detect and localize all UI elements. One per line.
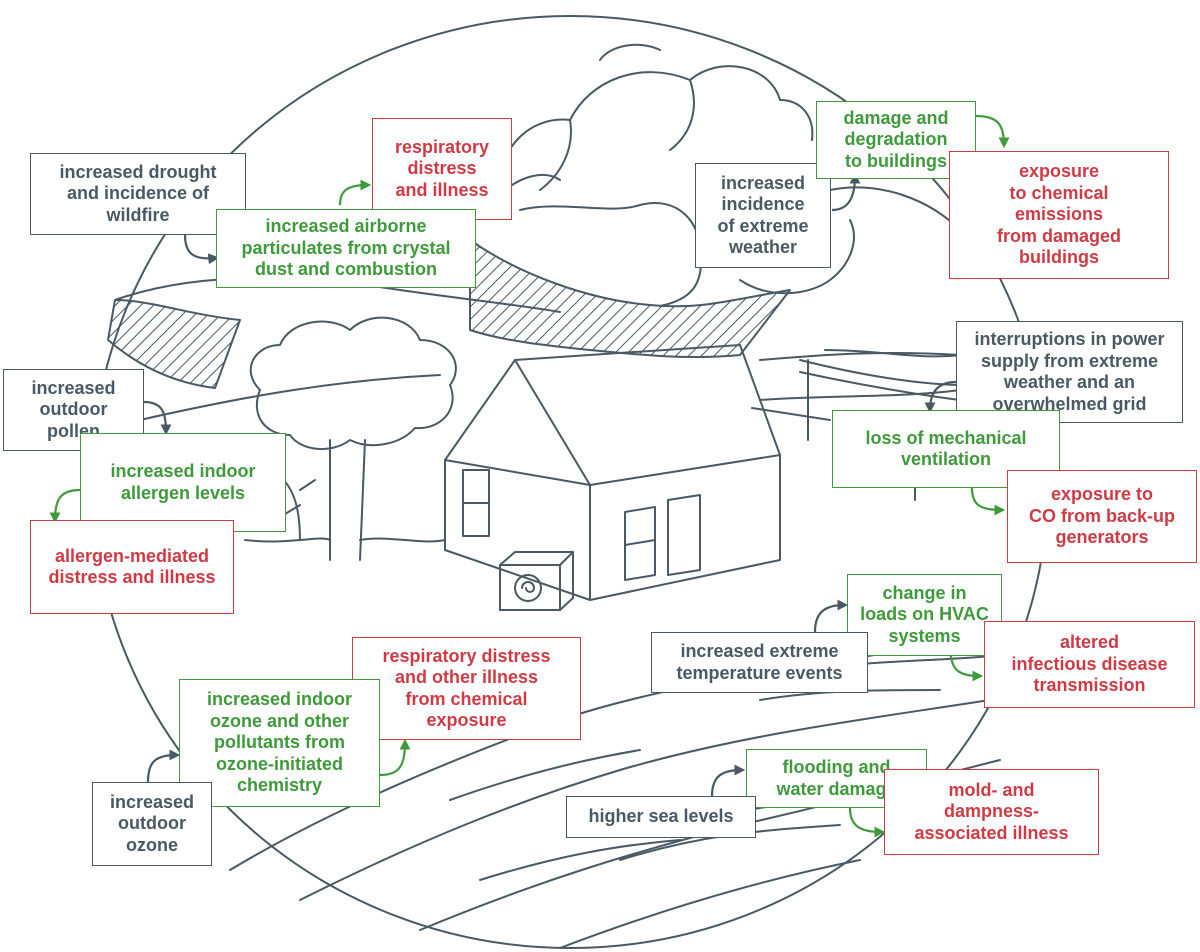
sea-levels-box: higher sea levels	[566, 796, 756, 838]
arrow-weather-to-damage	[831, 172, 861, 212]
outdoor-ozone-box: increased outdoor ozone	[92, 782, 212, 866]
power-lines	[799, 349, 966, 401]
indoor-ozone-box: increased indoor ozone and other polluta…	[179, 679, 380, 807]
arrow-ventilation-to-co	[970, 487, 1006, 516]
chemical-emissions-box: exposure to chemical emissions from dama…	[949, 151, 1169, 279]
arrow-damage-to-chemical	[975, 114, 1010, 149]
house	[444, 344, 781, 601]
airborne-particulates-box: increased airborne particulates from cry…	[216, 209, 476, 288]
arrow-flood-to-mold	[848, 807, 886, 838]
hatched-hill-center	[469, 239, 791, 359]
respiratory-distress-box: respiratory distress and illness	[372, 118, 512, 220]
arrow-drought-to-airborne	[183, 234, 220, 265]
arrow-temp-to-hvac	[813, 599, 849, 633]
ac-unit	[499, 564, 561, 611]
tree-left	[249, 316, 457, 451]
chemical-exposure-illness-box: respiratory distress and other illness f…	[352, 637, 581, 740]
hvac-loads-box: change in loads on HVAC systems	[847, 574, 1002, 656]
arrow-power-to-ventilation	[924, 380, 957, 414]
indoor-allergen-box: increased indoor allergen levels	[80, 433, 286, 532]
hatched-hill-left	[107, 299, 241, 389]
extreme-weather-box: increased incidence of extreme weather	[695, 163, 831, 268]
drought-wildfire-box: increased drought and incidence of wildf…	[30, 153, 246, 235]
infectious-disease-box: altered infectious disease transmission	[984, 621, 1195, 708]
arrow-airborne-to-resp	[338, 179, 372, 206]
arrow-pollen-to-allergen	[143, 400, 172, 436]
co-exposure-box: exposure to CO from back-up generators	[1007, 470, 1197, 563]
arrow-sea-to-flood	[710, 764, 746, 797]
arrow-indoor-to-resp	[379, 738, 411, 777]
mold-illness-box: mold- and dampness- associated illness	[884, 769, 1099, 855]
arrow-allergen-to-illness	[49, 488, 81, 524]
power-interruption-box: interruptions in power supply from extre…	[956, 321, 1183, 423]
arrow-ozone-to-indoor	[146, 749, 181, 783]
temperature-events-box: increased extreme temperature events	[651, 632, 868, 693]
allergen-illness-box: allergen-mediated distress and illness	[30, 520, 234, 614]
house-door	[667, 494, 701, 576]
